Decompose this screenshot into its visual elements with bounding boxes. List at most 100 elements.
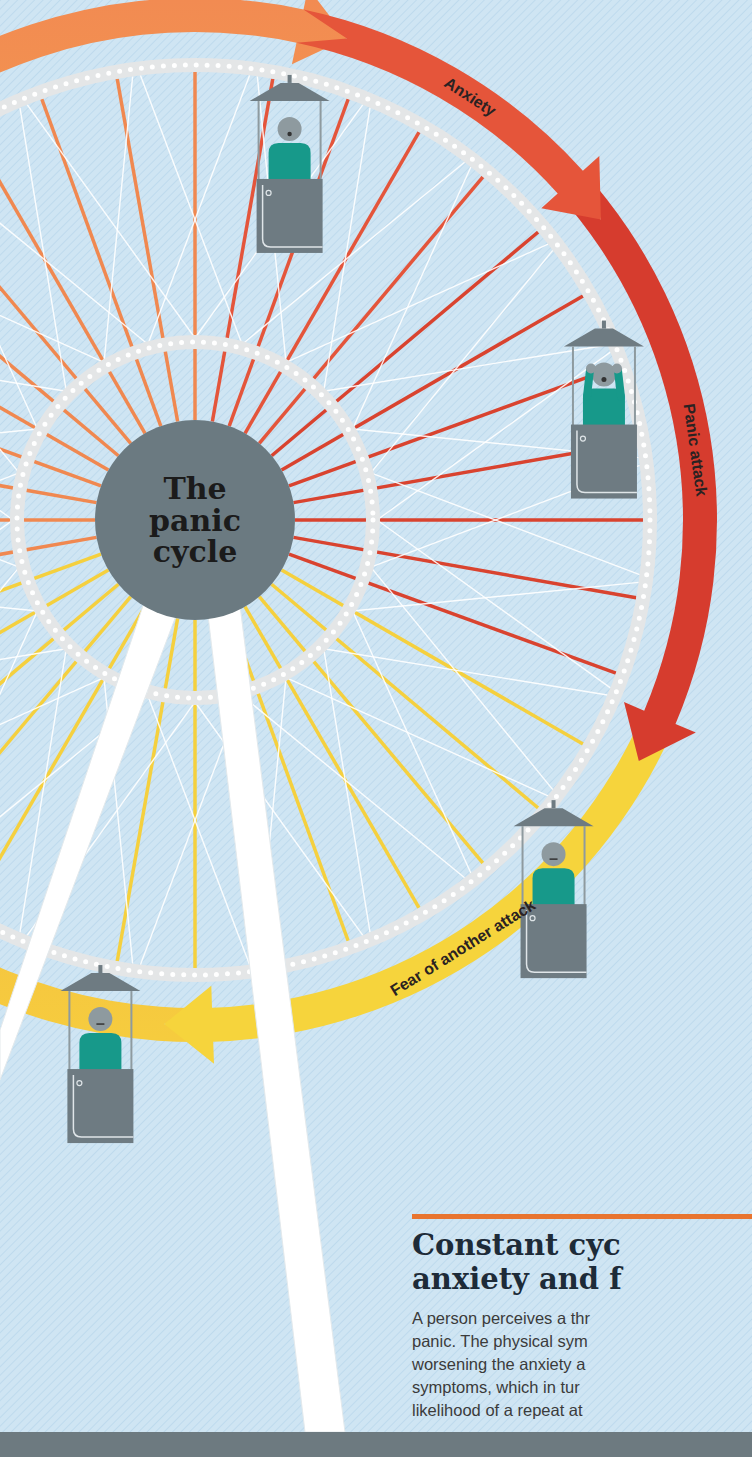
wheel-cable <box>195 702 363 935</box>
wheel-spoke <box>295 518 643 522</box>
ring-lights <box>0 65 650 975</box>
gondola-car <box>571 425 637 499</box>
wheel-cable <box>353 167 471 429</box>
gondola-car <box>67 1069 133 1143</box>
gondola-rod <box>130 991 132 1070</box>
wheel-cable <box>371 250 553 473</box>
gondola-car <box>257 179 323 253</box>
person-head <box>542 842 566 866</box>
wheel-spoke <box>289 554 616 673</box>
wheel-cable <box>286 678 548 796</box>
wheel-spoke <box>272 584 539 808</box>
gondola-latch <box>266 190 271 195</box>
wheel-spoke <box>193 72 197 420</box>
gondola-rod <box>522 826 524 905</box>
body-line: worsening the anxiety a <box>412 1354 585 1375</box>
heading-line: anxiety and f <box>412 1262 622 1296</box>
wheel-spoke <box>289 367 616 486</box>
heading-rule <box>412 1214 752 1219</box>
wheel-spoke <box>117 79 177 422</box>
stage-label: Panic attack <box>680 402 711 497</box>
gondola <box>514 800 594 978</box>
person-arm <box>618 371 621 397</box>
wheel-cable <box>0 520 13 688</box>
cycle-arrows <box>0 0 717 1064</box>
gondola-door <box>73 1075 133 1137</box>
wheel-cable <box>353 582 639 611</box>
wheel-cable <box>0 567 19 790</box>
gondola-latch <box>580 436 585 441</box>
person-hand <box>612 364 622 374</box>
gondola-hanger <box>602 321 606 329</box>
gondola-rod <box>68 991 70 1070</box>
gondola-rod <box>258 101 260 180</box>
wheel-cable <box>0 611 37 873</box>
gondola-roof <box>564 329 644 347</box>
stage-label: Fear of another attack <box>387 896 538 1000</box>
person-mouth <box>287 132 291 136</box>
gondola-roof <box>60 973 140 991</box>
wheel-spoke <box>42 99 161 426</box>
gondola-rod <box>584 826 586 905</box>
wheel-cable <box>0 352 13 520</box>
wheel-hub <box>95 420 295 620</box>
wheel-spoke <box>282 296 583 470</box>
wheel-cable <box>20 108 66 392</box>
gondola-hanger <box>288 75 292 83</box>
wheel-cable <box>0 250 19 473</box>
body-line: likelihood of a repeat at <box>412 1400 583 1421</box>
support-leg <box>205 590 345 1432</box>
heading-line: Constant cyc <box>412 1228 621 1262</box>
gondola-roof <box>250 83 330 101</box>
wheel-web <box>0 75 640 964</box>
person-arm <box>587 371 590 397</box>
gondola-rod <box>634 347 636 426</box>
gondola-door <box>527 910 587 972</box>
wheel-cable <box>324 649 608 695</box>
gondola <box>60 965 140 1143</box>
body-line: A person perceives a thr <box>412 1308 590 1329</box>
gondola-door <box>263 185 323 247</box>
gondola-hanger <box>552 800 556 808</box>
gondola-rod <box>320 101 322 180</box>
wheel-spokes <box>0 72 643 968</box>
gondola-latch <box>530 916 535 921</box>
gondola <box>250 75 330 253</box>
wheel-cable <box>0 345 66 391</box>
gondola-roof <box>514 808 594 826</box>
hub-title: The panic cycle <box>130 473 260 568</box>
wheel-cable <box>0 167 37 429</box>
wheel-cable <box>0 244 104 362</box>
gondola-door <box>577 431 637 493</box>
person-mouth <box>550 858 558 860</box>
wheel-supports <box>0 585 345 1432</box>
ring-lights <box>17 342 373 698</box>
person-head <box>278 117 302 141</box>
person-head <box>88 1007 112 1031</box>
gondola-hanger <box>98 965 102 973</box>
wheel-cable <box>0 162 148 344</box>
gondola-latch <box>77 1081 82 1086</box>
body-line: symptoms, which in tur <box>412 1377 580 1398</box>
footer-band <box>0 1432 752 1457</box>
gondola <box>564 321 644 499</box>
person-body <box>269 143 311 183</box>
person-body <box>79 1033 121 1073</box>
person-hand <box>586 364 596 374</box>
stage-label: Anxiety <box>441 73 499 120</box>
wheel-ring <box>17 342 373 698</box>
wheel-spoke <box>293 537 636 597</box>
support-leg <box>0 585 182 1080</box>
wheel-ring <box>0 65 650 975</box>
body-line: panic. The physical sym <box>412 1331 588 1352</box>
wheel-spoke <box>229 99 348 426</box>
gondola-rod <box>572 347 574 426</box>
person-mouth <box>96 1023 104 1025</box>
person-body <box>533 868 575 908</box>
wheel-cable <box>148 75 250 344</box>
wheel-spoke <box>193 620 197 968</box>
